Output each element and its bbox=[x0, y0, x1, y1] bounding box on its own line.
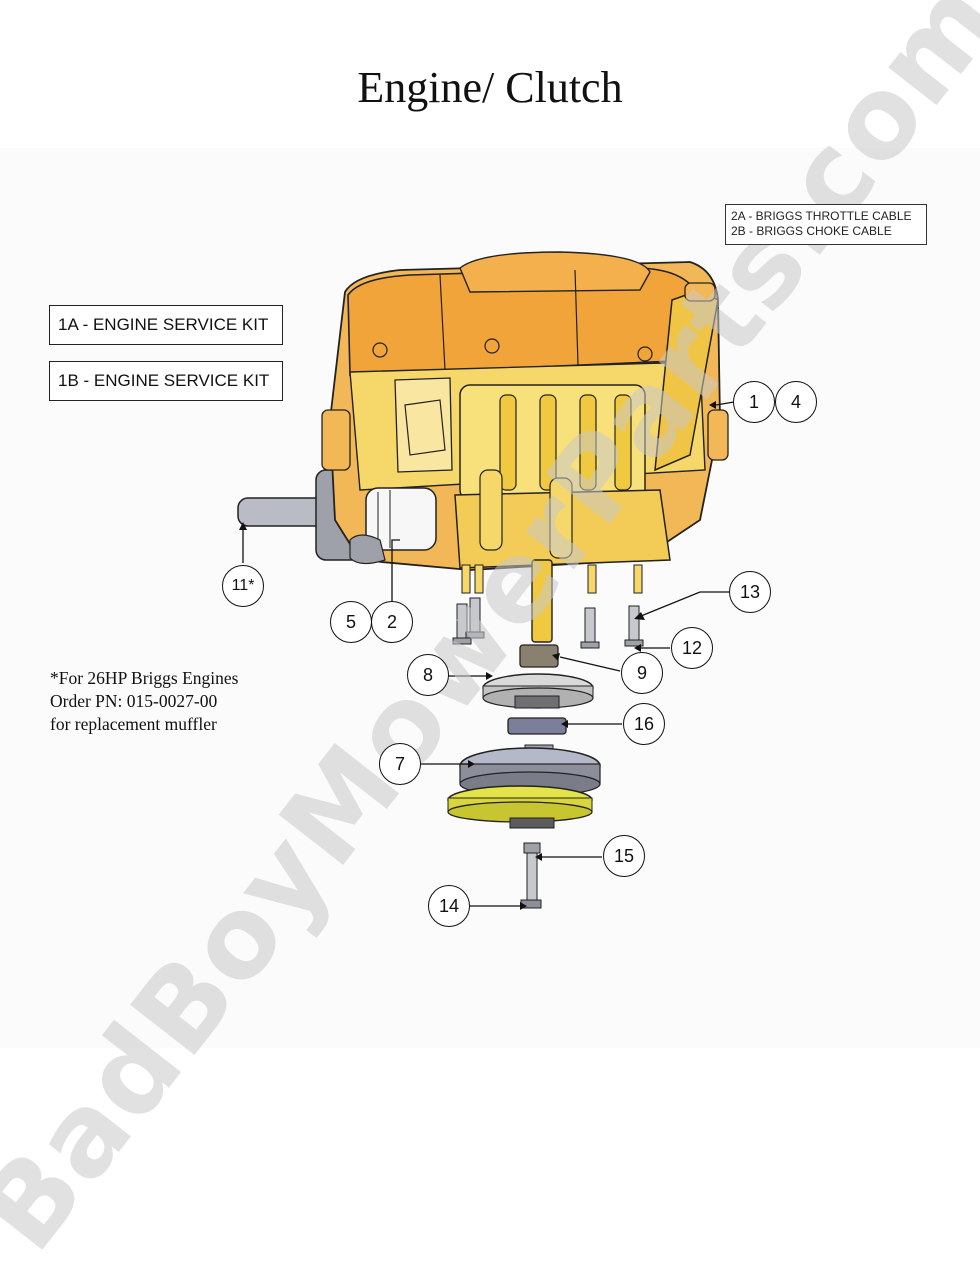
callout-9: 9 bbox=[621, 652, 663, 694]
callout-2: 2 bbox=[371, 601, 413, 643]
note-line-2: Order PN: 015-0027-00 bbox=[50, 691, 218, 711]
kit-label-1a: 1A - ENGINE SERVICE KIT bbox=[49, 305, 283, 345]
callout-4: 4 bbox=[775, 381, 817, 423]
arrowheads bbox=[239, 401, 716, 910]
kit-label-1b: 1B - ENGINE SERVICE KIT bbox=[49, 361, 283, 401]
clutch-bolt bbox=[520, 842, 542, 909]
leader-lines bbox=[242, 401, 735, 907]
electric-clutch bbox=[447, 744, 601, 829]
callout-13: 13 bbox=[729, 571, 771, 613]
engine-body bbox=[321, 251, 729, 643]
cable-2a: 2A - BRIGGS THROTTLE CABLE bbox=[731, 209, 912, 223]
callout-7: 7 bbox=[379, 743, 421, 785]
callout-8: 8 bbox=[407, 654, 449, 696]
callout-14: 14 bbox=[428, 885, 470, 927]
mounting-bolts bbox=[452, 597, 644, 649]
note-line-3: for replacement muffler bbox=[50, 714, 217, 734]
cable-2b: 2B - BRIGGS CHOKE CABLE bbox=[731, 224, 892, 238]
small-pulley bbox=[482, 673, 594, 709]
page-title: Engine/ Clutch bbox=[357, 63, 623, 112]
muffler-note: *For 26HP Briggs Engines Order PN: 015-0… bbox=[50, 667, 238, 736]
kit-label-1a-text: 1A - ENGINE SERVICE KIT bbox=[58, 315, 269, 334]
bearing-part bbox=[507, 717, 567, 735]
callout-15: 15 bbox=[603, 835, 645, 877]
callout-11: 11* bbox=[222, 565, 264, 607]
callout-5: 5 bbox=[330, 601, 372, 643]
note-line-1: *For 26HP Briggs Engines bbox=[50, 668, 239, 688]
callout-16: 16 bbox=[623, 703, 665, 745]
kit-label-1b-text: 1B - ENGINE SERVICE KIT bbox=[58, 371, 270, 390]
callout-12: 12 bbox=[671, 627, 713, 669]
cable-legend: 2A - BRIGGS THROTTLE CABLE 2B - BRIGGS C… bbox=[725, 204, 927, 245]
callout-1: 1 bbox=[733, 381, 775, 423]
